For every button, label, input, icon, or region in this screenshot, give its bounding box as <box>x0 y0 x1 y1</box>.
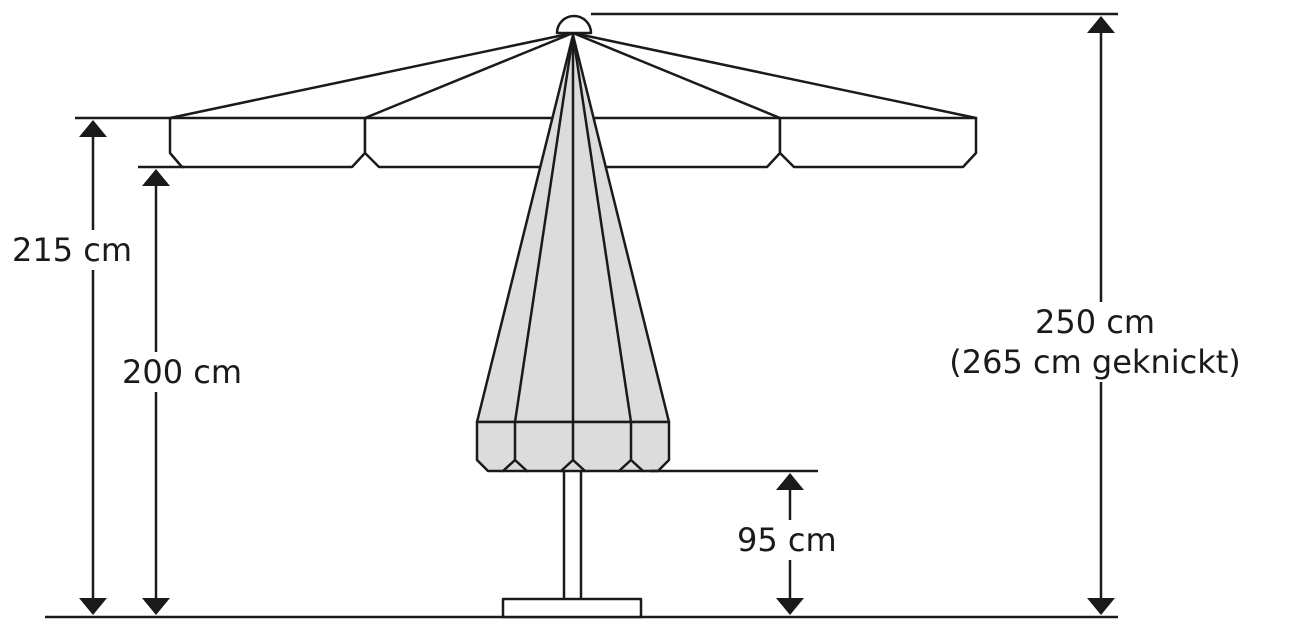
umbrella-finial <box>555 14 593 35</box>
rib-inner-left <box>363 31 575 120</box>
label-200-cm: 200 cm <box>122 352 243 392</box>
rib-outer-left <box>168 31 575 120</box>
label-95-cm: 95 cm <box>737 520 837 560</box>
label-250-cm-group: 250 cm (265 cm geknickt) <box>930 302 1260 382</box>
rib-outer-right <box>571 31 978 120</box>
folded-seam-3 <box>571 33 633 424</box>
folded-valance-seams <box>501 420 645 473</box>
umbrella-pole <box>562 453 583 602</box>
dimension-200 <box>142 169 170 615</box>
folded-seam-1 <box>513 33 575 424</box>
rib-inner-right <box>571 31 782 120</box>
valance-panel-1 <box>168 116 367 169</box>
label-215-cm: 215 cm <box>12 230 133 270</box>
umbrella-base <box>501 597 643 619</box>
label-250-cm: 250 cm <box>1034 303 1155 341</box>
label-265-cm-geknickt: (265 cm geknickt) <box>949 343 1241 381</box>
dimension-215 <box>79 120 107 615</box>
valance-panel-3 <box>778 116 978 169</box>
folded-umbrella <box>475 33 671 473</box>
open-umbrella <box>168 31 978 169</box>
